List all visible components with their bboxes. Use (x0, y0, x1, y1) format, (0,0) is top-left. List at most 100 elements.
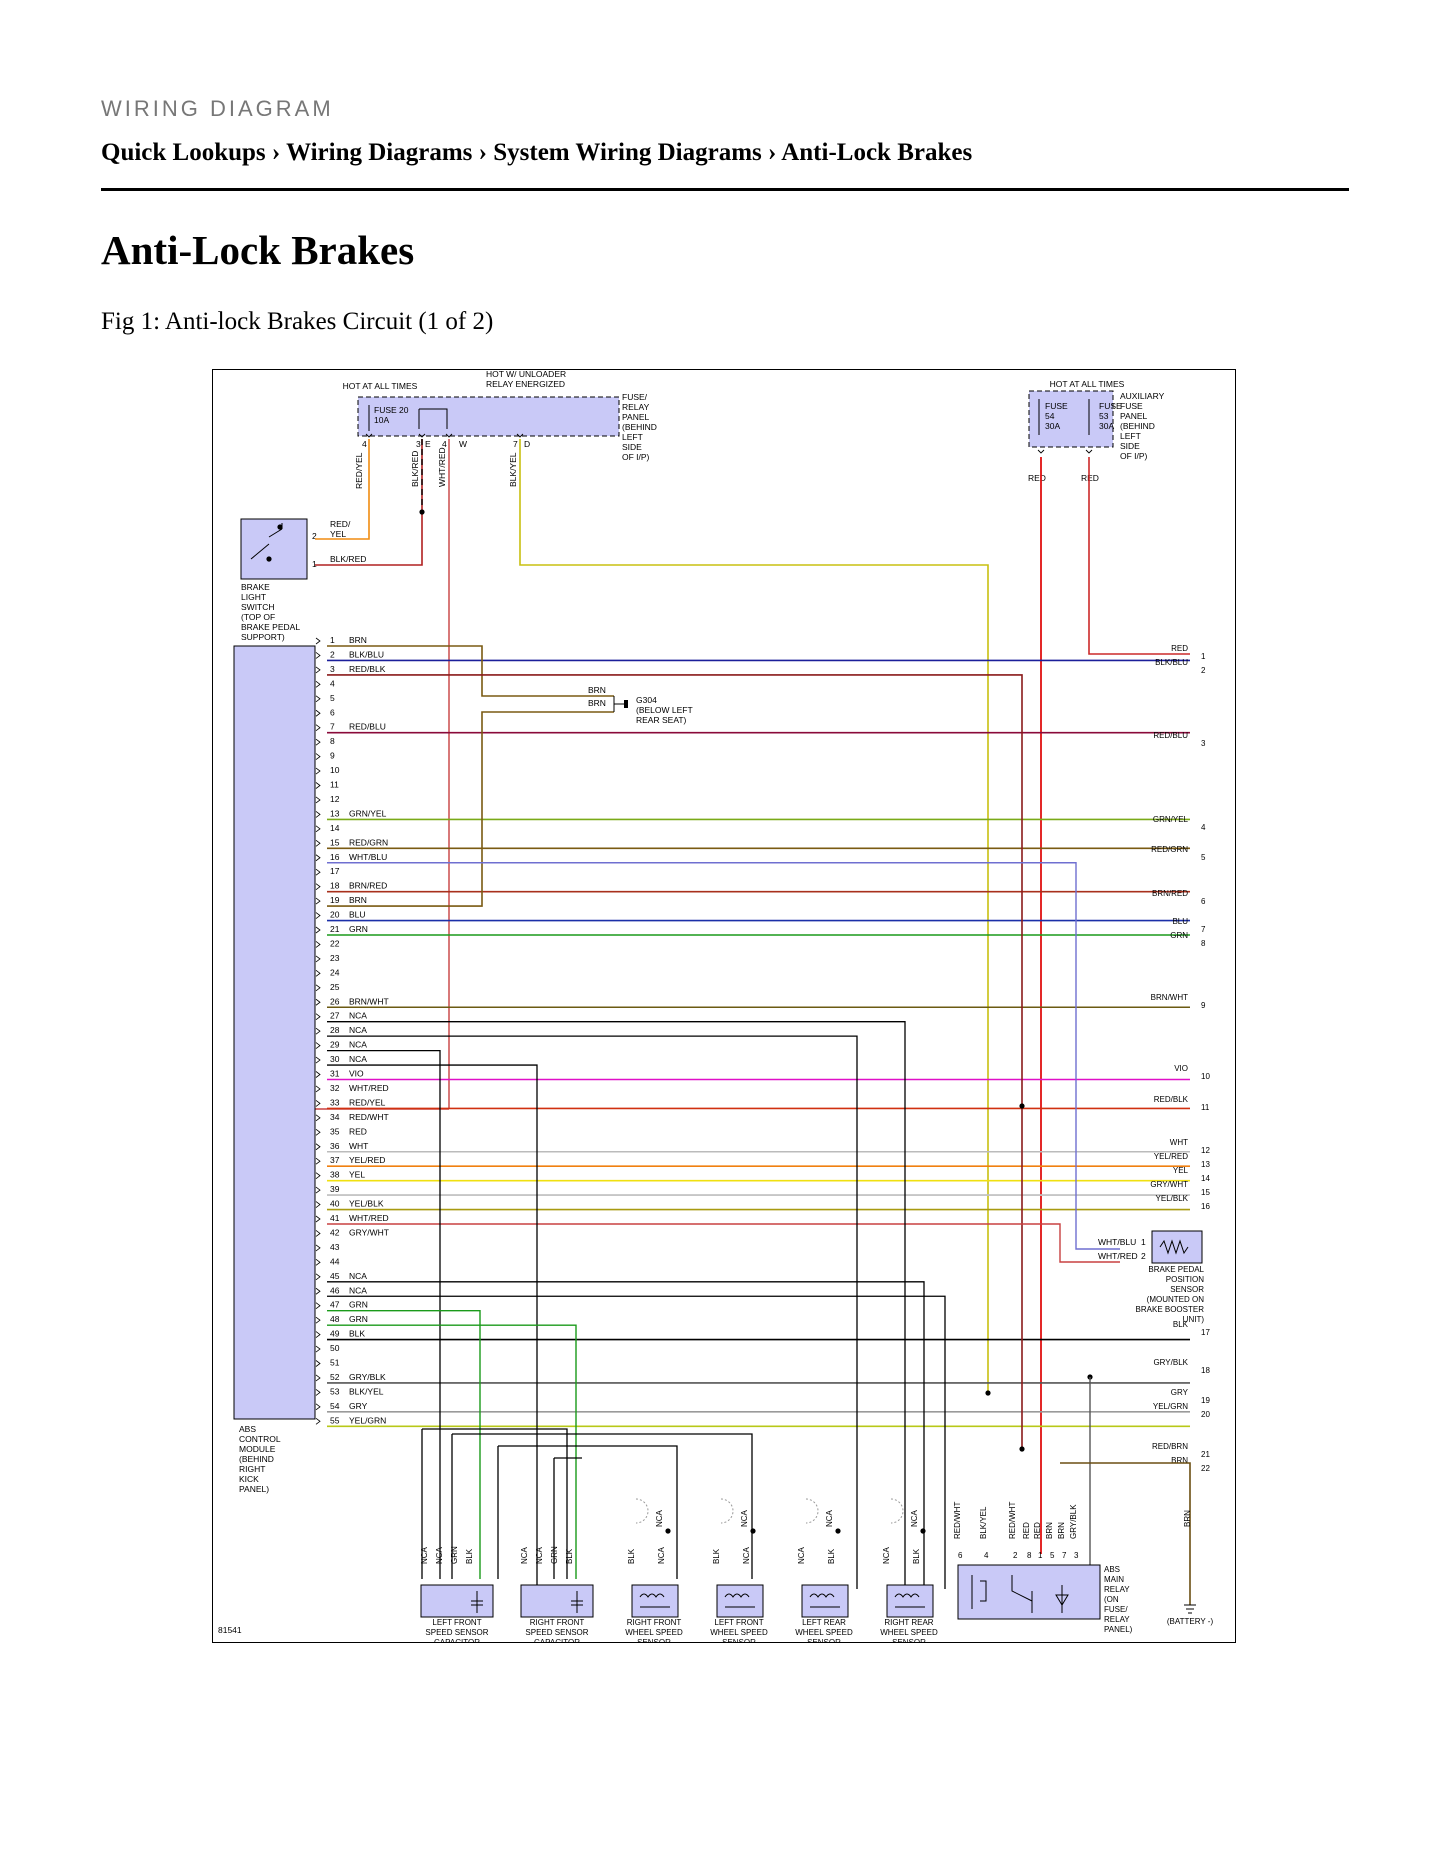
hot-unloader-label: RELAY ENERGIZED (486, 379, 565, 389)
wire-label-red: RED (1028, 473, 1046, 483)
wire-nca (327, 1049, 441, 1579)
module-pin-number: 50 (330, 1343, 340, 1353)
ground-g304-symbol (624, 700, 628, 708)
wire-brn-ground (327, 711, 614, 907)
module-pin-chevron (315, 1374, 321, 1382)
module-pin-number: 52 (330, 1372, 340, 1382)
module-pin-number: 28 (330, 1025, 340, 1035)
module-pin-chevron (315, 695, 321, 703)
figure-caption: Fig 1: Anti-lock Brakes Circuit (1 of 2) (101, 308, 494, 335)
module-pin-number: 21 (330, 924, 340, 934)
brake-light-switch-label: BRAKE (241, 582, 270, 592)
breadcrumb-item-quick-lookups[interactable]: Quick Lookups (101, 139, 266, 166)
module-pin-number: 15 (330, 837, 340, 847)
auxiliary-fuse-panel-label: (BEHIND (1120, 421, 1155, 431)
module-pin-chevron (315, 1085, 321, 1093)
component-label: WHEEL SPEED (795, 1628, 853, 1637)
fuse-20-label: FUSE 20 (374, 405, 409, 415)
wire-label-grn: GRN (550, 1546, 559, 1564)
component-label: SENSOR (807, 1638, 841, 1643)
module-pin-chevron (315, 868, 321, 876)
module-wire-label: WHT (349, 1141, 368, 1151)
component-label: WHEEL SPEED (625, 1628, 683, 1637)
breadcrumb-item-wiring-diagrams[interactable]: Wiring Diagrams (286, 139, 473, 166)
module-pin-number: 39 (330, 1184, 340, 1194)
right-wire-label: RED/BLU (1153, 731, 1188, 740)
module-wire-label: NCA (349, 1285, 367, 1295)
module-wire-label: GRY (349, 1401, 368, 1411)
wire-grn (327, 1310, 481, 1579)
relay-wire-label: RED/WHT (953, 1502, 962, 1539)
module-pin-chevron (315, 998, 321, 1006)
wheel-speed-sensor (716, 1584, 764, 1618)
right-wire-number: 7 (1201, 925, 1206, 934)
module-wire-label: WHT/RED (349, 1213, 389, 1223)
module-pin-number: 23 (330, 953, 340, 963)
right-wire-label: BLK/BLU (1155, 658, 1188, 667)
module-pin-number: 35 (330, 1126, 340, 1136)
abs-main-relay-label: FUSE/ (1104, 1605, 1128, 1614)
right-wire-label: BRN (1171, 1456, 1188, 1465)
module-pin-chevron (315, 970, 321, 977)
fuse-54-rating: 30A (1045, 421, 1060, 431)
fuse-20-rating: 10A (374, 415, 389, 425)
fuse-relay-panel-label: (BEHIND (622, 422, 657, 432)
module-pin-number: 48 (330, 1314, 340, 1324)
module-pin-chevron (315, 1287, 321, 1295)
page-title: Anti-Lock Brakes (101, 227, 415, 273)
right-wire-number: 16 (1201, 1202, 1210, 1211)
wire-label-wht-red: WHT/RED (1098, 1251, 1138, 1261)
relay-pin-label: 3 (1074, 1551, 1079, 1560)
relay-pin-label: 1 (1038, 1551, 1043, 1560)
module-pin-number: 31 (330, 1069, 340, 1079)
right-wire-number: 9 (1201, 1001, 1206, 1010)
battery-label: (BATTERY -) (1167, 1617, 1214, 1626)
shield-symbol (720, 1498, 734, 1524)
module-pin-chevron (315, 1345, 321, 1353)
wire-label-nca: NCA (420, 1546, 429, 1564)
module-wire-label: RED/WHT (349, 1112, 389, 1122)
switch-terminal (266, 556, 272, 562)
module-pin-chevron (315, 796, 321, 804)
wire-red-fuse53 (1088, 457, 1190, 655)
wire-label-blk: BLK (827, 1548, 836, 1564)
wire-label-brn: BRN (588, 685, 606, 695)
module-wire-label: GRN (349, 1314, 368, 1324)
breadcrumb-item-system-wiring-diagrams[interactable]: System Wiring Diagrams (493, 139, 762, 166)
module-pin-number: 3 (330, 664, 335, 674)
module-pin-number: 10 (330, 765, 340, 775)
wire-label-blk: BLK (465, 1548, 474, 1564)
hot-unloader-label: HOT W/ UNLOADER (486, 369, 566, 379)
right-wire-label: WHT (1170, 1138, 1188, 1147)
relay-pin-label: 4 (984, 1551, 989, 1560)
right-wire-label: GRN/YEL (1153, 815, 1189, 824)
ground-g304-location: REAR SEAT) (636, 715, 687, 725)
module-pin-chevron (315, 1027, 321, 1035)
module-wire-label: RED/BLK (349, 664, 386, 674)
pin-label: 3 (416, 439, 421, 449)
sensor-coil (809, 1593, 840, 1608)
breadcrumb: Quick Lookups › Wiring Diagrams › System… (101, 139, 972, 167)
wire-label-nca: NCA (657, 1546, 666, 1564)
module-pin-number: 16 (330, 852, 340, 862)
abs-control-module-label: CONTROL (239, 1434, 281, 1444)
wire-label-blk-red: BLK/RED (330, 554, 366, 564)
module-pin-number: 20 (330, 910, 340, 920)
right-wire-number: 4 (1201, 823, 1206, 832)
pin-label: D (524, 439, 530, 449)
module-wire-label: BRN/RED (349, 881, 387, 891)
wire-label-nca: NCA (520, 1546, 529, 1564)
module-wire-label: GRN (349, 1300, 368, 1310)
brake-light-switch-label: (TOP OF (241, 612, 275, 622)
relay-wire-label: RED (1022, 1522, 1031, 1539)
module-wire-label: RED (349, 1126, 367, 1136)
right-wire-label: YEL/BLK (1156, 1194, 1189, 1203)
component-label: WHEEL SPEED (710, 1628, 768, 1637)
auxiliary-fuse-panel-label: PANEL (1120, 411, 1148, 421)
switch-terminal (277, 524, 283, 530)
connector-chevron (418, 433, 426, 438)
wire-label-blk: BLK (565, 1548, 574, 1564)
wire-brn-ground (327, 645, 614, 697)
sensor-coil (894, 1593, 925, 1608)
